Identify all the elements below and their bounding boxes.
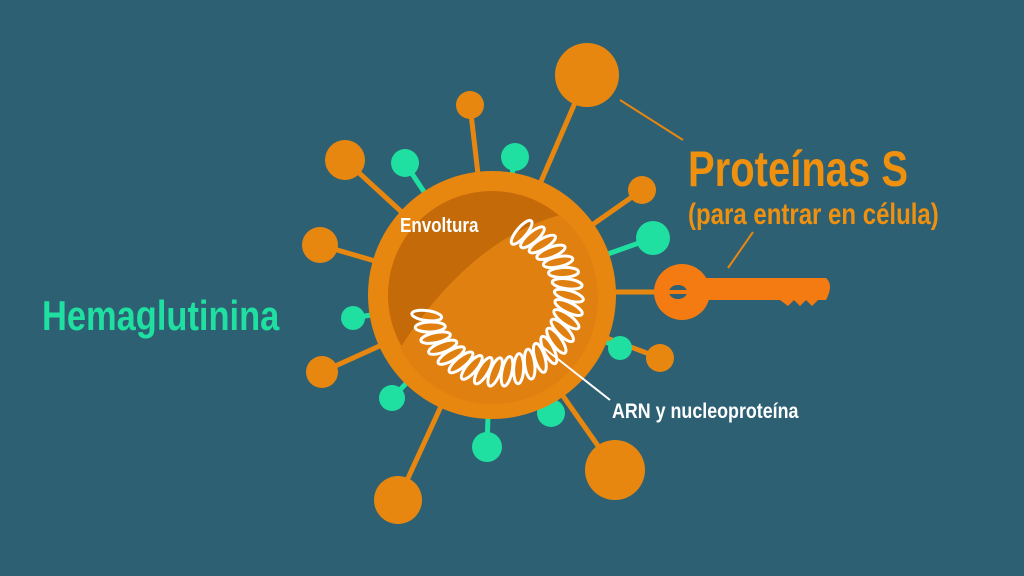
hemagglutinin-ball bbox=[501, 143, 529, 171]
hemagglutinin-label: Hemaglutinina bbox=[42, 292, 280, 339]
spike-protein-ball bbox=[325, 140, 365, 180]
rna-pointer-line bbox=[539, 344, 611, 401]
rna-label: ARN y nucleoproteína bbox=[612, 400, 799, 423]
hemagglutinin-ball bbox=[379, 385, 405, 411]
spike-pointer-line bbox=[619, 99, 684, 141]
key-pointer-line bbox=[727, 231, 754, 269]
rna-coil bbox=[410, 218, 585, 388]
spike-protein-ball bbox=[374, 476, 422, 524]
spike-protein-ball bbox=[302, 227, 338, 263]
hemagglutinin-ball bbox=[636, 221, 670, 255]
spike-proteins-title: Proteínas S bbox=[688, 141, 909, 197]
spike-protein-ball bbox=[628, 176, 656, 204]
spike-proteins-subtitle: (para entrar en célula) bbox=[688, 198, 939, 231]
envelope-label: Envoltura bbox=[400, 215, 479, 237]
rna-loop bbox=[410, 308, 444, 323]
hemagglutinin-ball bbox=[472, 432, 502, 462]
spike-protein-ball bbox=[646, 344, 674, 372]
spike-protein-ball bbox=[585, 440, 645, 500]
spike-protein-ball bbox=[306, 356, 338, 388]
spike-protein-ball bbox=[555, 43, 619, 107]
hemagglutinin-ball bbox=[341, 306, 365, 330]
hemagglutinin-ball bbox=[608, 336, 632, 360]
key-icon bbox=[654, 264, 830, 320]
spike-protein-ball bbox=[456, 91, 484, 119]
hemagglutinin-ball bbox=[391, 149, 419, 177]
